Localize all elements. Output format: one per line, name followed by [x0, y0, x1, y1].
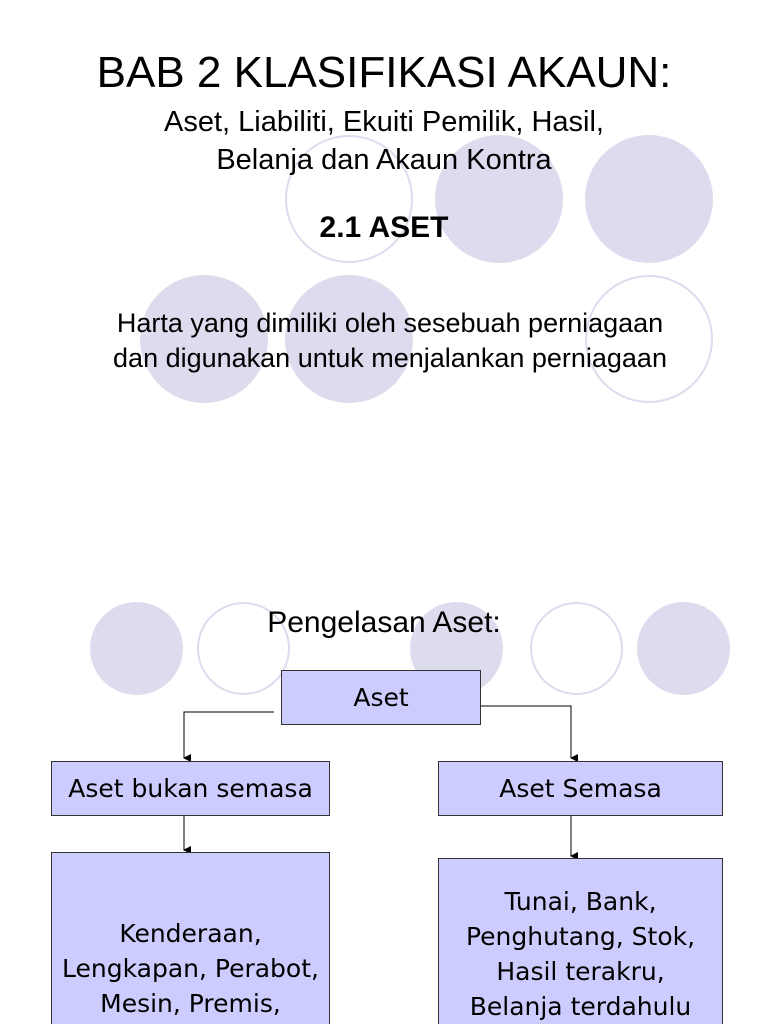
non-current-assets-box: Aset bukan semasa [51, 761, 330, 816]
definition-line: Harta yang dimiliki oleh sesebuah pernia… [116, 308, 664, 338]
decorative-circle [90, 602, 183, 695]
slide-2: Pengelasan Aset: Aset Aset bukan semasa … [0, 512, 768, 1024]
connector-root-to-left [183, 711, 274, 762]
decorative-circle [585, 135, 713, 263]
definition-line: dan digunakan untuk menjalankan perniaga… [113, 343, 667, 373]
subtitle-line: Aset, Liabiliti, Ekuiti Pemilik, Hasil, [164, 106, 604, 138]
detail-line: Kenderaan, [119, 919, 262, 948]
non-current-assets-detail-box: Kenderaan, Lengkapan, Perabot, Mesin, Pr… [51, 852, 330, 1024]
definition-text: Harta yang dimiliki oleh sesebuah pernia… [60, 306, 720, 376]
classification-heading: Pengelasan Aset: [267, 606, 501, 639]
decorative-circle [637, 602, 730, 695]
detail-line: Tunai, Bank, [504, 887, 657, 916]
decorative-circle [285, 135, 413, 263]
subtitle-line: Belanja dan Akaun Kontra [216, 144, 552, 176]
connector-lines [183, 705, 578, 860]
slide-1: BAB 2 KLASIFIKASI AKAUN: Aset, Liabiliti… [0, 48, 768, 403]
connector-root-to-right [480, 705, 578, 762]
detail-line: Mesin, Premis, [100, 989, 281, 1018]
detail-line: Lengkapan, Perabot, [62, 954, 319, 983]
detail-line: Hasil terakru, [496, 957, 665, 986]
decorative-circle [197, 602, 290, 695]
decorative-circle [435, 135, 563, 263]
decorative-circle [285, 275, 413, 403]
section-heading: 2.1 ASET [319, 211, 449, 244]
slide-subtitle: Aset, Liabiliti, Ekuiti Pemilik, Hasil, … [0, 103, 768, 179]
current-assets-box: Aset Semasa [438, 761, 723, 816]
detail-line: Belanja terdahulu [469, 992, 692, 1021]
root-box-aset: Aset [281, 670, 481, 725]
detail-line: Penghutang, Stok, [465, 922, 696, 951]
decorative-circle [530, 602, 623, 695]
current-assets-list: Tunai, Bank, Penghutang, Stok, Hasil ter… [466, 884, 695, 1024]
decorative-circle [585, 275, 713, 403]
non-current-assets-list: Kenderaan, Lengkapan, Perabot, Mesin, Pr… [62, 916, 319, 1021]
current-assets-detail-box: Tunai, Bank, Penghutang, Stok, Hasil ter… [438, 858, 723, 1024]
decorative-circle [140, 275, 268, 403]
slide-title: BAB 2 KLASIFIKASI AKAUN: [96, 48, 672, 97]
